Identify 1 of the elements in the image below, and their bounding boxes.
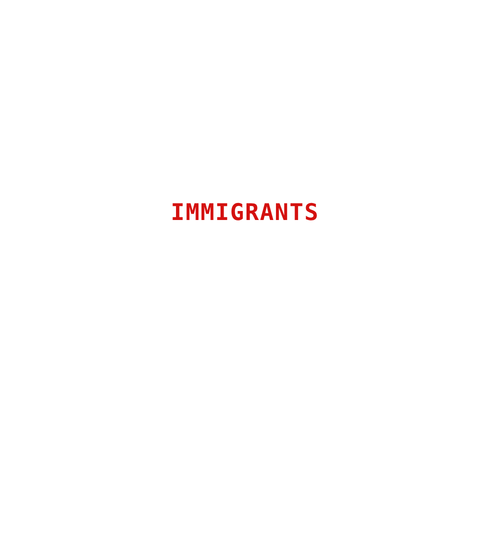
headline-text: IMMIGRANTS — [170, 200, 320, 226]
